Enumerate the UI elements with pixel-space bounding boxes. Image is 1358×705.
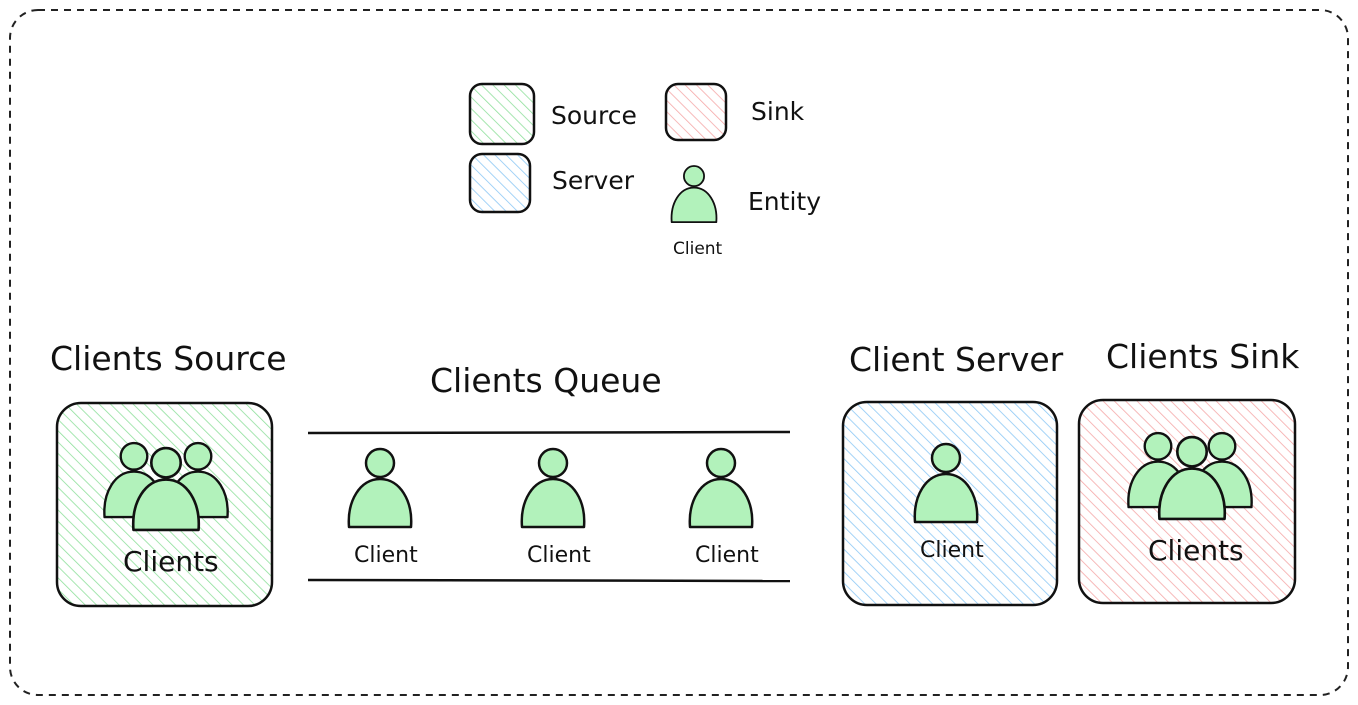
clients-sink-caption: Clients bbox=[1148, 534, 1244, 567]
clients-sink-section: Clients Sink Clients bbox=[1077, 337, 1300, 605]
queue-client-1-label: Client bbox=[354, 543, 418, 568]
legend-source-label: Source bbox=[551, 101, 637, 130]
clients-group-icon bbox=[1127, 431, 1253, 521]
person-icon bbox=[347, 447, 413, 529]
person-icon bbox=[688, 447, 754, 529]
clients-source-section: Clients Source Clients bbox=[50, 339, 287, 608]
legend-server-label: Server bbox=[552, 166, 635, 195]
queue-bottom-line bbox=[307, 578, 791, 583]
legend-server-swatch bbox=[468, 152, 532, 214]
legend-entity-label: Entity bbox=[748, 187, 821, 216]
queue-client-2-label: Client bbox=[527, 543, 591, 568]
legend-sink-swatch bbox=[664, 82, 728, 142]
clients-group-icon bbox=[103, 441, 229, 532]
legend-sink-label: Sink bbox=[751, 97, 805, 126]
queue-client-3-label: Client bbox=[695, 543, 759, 568]
legend-entity-person-icon bbox=[670, 165, 718, 224]
queue-client-2: Client bbox=[520, 447, 591, 568]
client-server-title: Client Server bbox=[849, 340, 1064, 379]
clients-queue-section: Clients Queue Client Client Client bbox=[307, 361, 791, 583]
legend-entity-caption: Client bbox=[673, 239, 723, 259]
person-icon bbox=[520, 447, 586, 529]
clients-sink-title: Clients Sink bbox=[1106, 337, 1300, 376]
legend-source-swatch bbox=[468, 82, 536, 146]
legend: Source Sink Server Client Entity bbox=[468, 82, 821, 259]
client-server-section: Client Server Client bbox=[841, 340, 1064, 607]
queue-client-1: Client bbox=[347, 447, 418, 568]
outer-frame bbox=[9, 9, 1349, 696]
clients-queue-title: Clients Queue bbox=[430, 361, 662, 400]
client-server-caption: Client bbox=[920, 538, 984, 563]
clients-source-caption: Clients bbox=[123, 545, 219, 578]
clients-source-title: Clients Source bbox=[50, 339, 287, 378]
queue-top-line bbox=[307, 430, 791, 435]
queue-client-3: Client bbox=[688, 447, 759, 568]
